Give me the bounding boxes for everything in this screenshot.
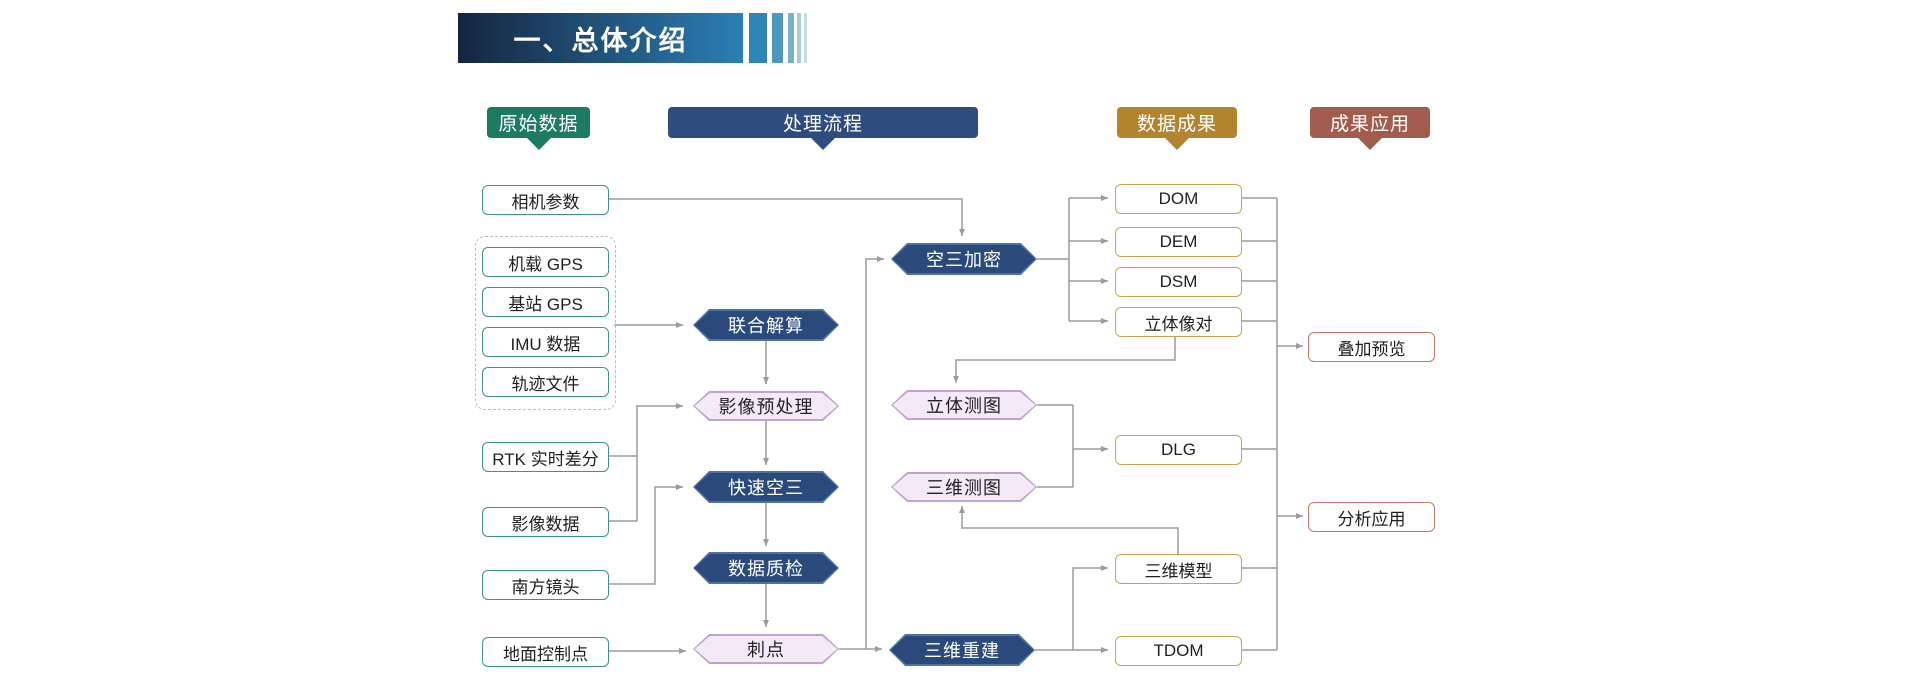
hex-data-qc: 数据质检 xyxy=(693,552,839,584)
node-label: 轨迹文件 xyxy=(511,374,580,394)
node-label: 机载 GPS xyxy=(508,254,583,274)
edge-stereopair-to-stereomap xyxy=(953,335,1176,383)
column-header-process-flow: 处理流程 xyxy=(668,107,978,150)
edge-camera-to-atdense xyxy=(607,198,965,236)
edge-maps-merge xyxy=(1037,404,1074,488)
node-dsm: DSM xyxy=(1115,267,1242,297)
hex-fill xyxy=(694,553,838,583)
node-label: 数据质检 xyxy=(728,559,804,579)
banner-stripe xyxy=(749,13,767,63)
node-imu-data: IMU 数据 xyxy=(482,327,609,357)
node-label: 影像预处理 xyxy=(718,397,814,417)
node-south-lens: 南方镜头 xyxy=(482,570,609,600)
hex-fill xyxy=(892,391,1036,419)
hex-fill xyxy=(890,635,1034,665)
edge-results-merge xyxy=(1240,197,1278,651)
banner-stripe xyxy=(797,13,801,63)
hex-image-preprocess: 影像预处理 xyxy=(693,391,839,421)
page-title: 一、总体介绍 xyxy=(513,25,688,56)
column-header-label: 处理流程 xyxy=(782,114,863,135)
node-label: 地面控制点 xyxy=(503,644,588,664)
node-label: 基站 GPS xyxy=(508,294,583,314)
node-base-gps: 基站 GPS xyxy=(482,287,609,317)
node-analysis-application: 分析应用 xyxy=(1308,502,1435,532)
title-banner: 一、总体介绍 xyxy=(458,13,743,63)
node-label: DLG xyxy=(1161,440,1196,459)
banner-stripe xyxy=(804,13,807,63)
edge-atdense-out xyxy=(1037,198,1070,321)
node-label: 相机参数 xyxy=(511,192,580,212)
node-label: IMU 数据 xyxy=(510,334,581,354)
edge-lens-to-fastat xyxy=(607,484,683,585)
hex-fast-aerotriangulation: 快速空三 xyxy=(693,471,839,503)
edge-recon3d-to-model3d xyxy=(1072,565,1108,650)
node-label: 南方镜头 xyxy=(511,577,580,597)
gps-group-frame xyxy=(475,236,616,410)
hex-3d-reconstruction: 三维重建 xyxy=(889,634,1035,666)
hex-stereo-mapping: 立体测图 xyxy=(891,390,1037,420)
node-dom: DOM xyxy=(1115,184,1242,214)
node-label: RTK 实时差分 xyxy=(492,449,599,469)
edge-prick-to-atdense xyxy=(865,256,884,649)
node-label: DSM xyxy=(1159,272,1198,291)
hex-fill xyxy=(892,473,1036,501)
node-airborne-gps: 机载 GPS xyxy=(482,247,609,277)
node-track-file: 轨迹文件 xyxy=(482,367,609,397)
node-label: DEM xyxy=(1159,232,1198,251)
node-ground-control-points: 地面控制点 xyxy=(482,637,609,667)
hex-point-marking: 刺点 xyxy=(693,634,839,664)
hex-aerotriangulation-densify: 空三加密 xyxy=(891,243,1037,275)
header-pointer xyxy=(1164,137,1190,150)
node-stereo-pair: 立体像对 xyxy=(1115,307,1242,337)
node-label: 影像数据 xyxy=(511,514,580,534)
node-overlay-preview: 叠加预览 xyxy=(1308,332,1435,362)
node-imagery-data: 影像数据 xyxy=(482,507,609,537)
node-label: 分析应用 xyxy=(1337,509,1406,529)
hex-fill xyxy=(892,244,1036,274)
column-header-label: 成果应用 xyxy=(1329,114,1410,135)
column-header-label: 原始数据 xyxy=(498,114,579,135)
hex-fill xyxy=(694,310,838,340)
header-pointer xyxy=(1357,137,1383,150)
node-dem: DEM xyxy=(1115,227,1242,257)
edge-join-to-preprocess xyxy=(636,403,683,521)
node-label: 空三加密 xyxy=(926,250,1002,270)
node-camera-params: 相机参数 xyxy=(482,185,609,215)
node-tdom: TDOM xyxy=(1115,636,1242,666)
hex-joint-solution: 联合解算 xyxy=(693,309,839,341)
column-header-data-results: 数据成果 xyxy=(1117,107,1237,150)
node-label: 三维重建 xyxy=(924,641,1000,661)
node-label: 立体像对 xyxy=(1144,314,1213,334)
node-label: 叠加预览 xyxy=(1337,339,1406,359)
edge-model3d-to-map3d xyxy=(959,506,1179,554)
column-header-label: 数据成果 xyxy=(1136,114,1217,135)
column-header-raw-data: 原始数据 xyxy=(487,107,590,150)
node-label: 三维模型 xyxy=(1144,561,1213,581)
hex-3d-mapping: 三维测图 xyxy=(891,472,1037,502)
header-pointer xyxy=(525,137,552,150)
banner-stripe xyxy=(772,13,783,63)
banner-stripe xyxy=(788,13,794,63)
node-label: 刺点 xyxy=(747,640,785,660)
node-label: 三维测图 xyxy=(926,478,1002,498)
node-rtk: RTK 实时差分 xyxy=(482,442,609,472)
column-header-result-apps: 成果应用 xyxy=(1310,107,1430,150)
node-label: 快速空三 xyxy=(728,478,804,498)
hex-fill xyxy=(694,635,838,663)
node-dlg: DLG xyxy=(1115,435,1242,465)
node-label: TDOM xyxy=(1153,641,1204,660)
node-label: 联合解算 xyxy=(728,316,804,336)
hex-fill xyxy=(694,472,838,502)
hex-fill xyxy=(694,392,838,420)
node-3d-model: 三维模型 xyxy=(1115,554,1242,584)
node-label: DOM xyxy=(1158,189,1199,208)
header-pointer xyxy=(810,137,836,150)
node-label: 立体测图 xyxy=(926,396,1002,416)
